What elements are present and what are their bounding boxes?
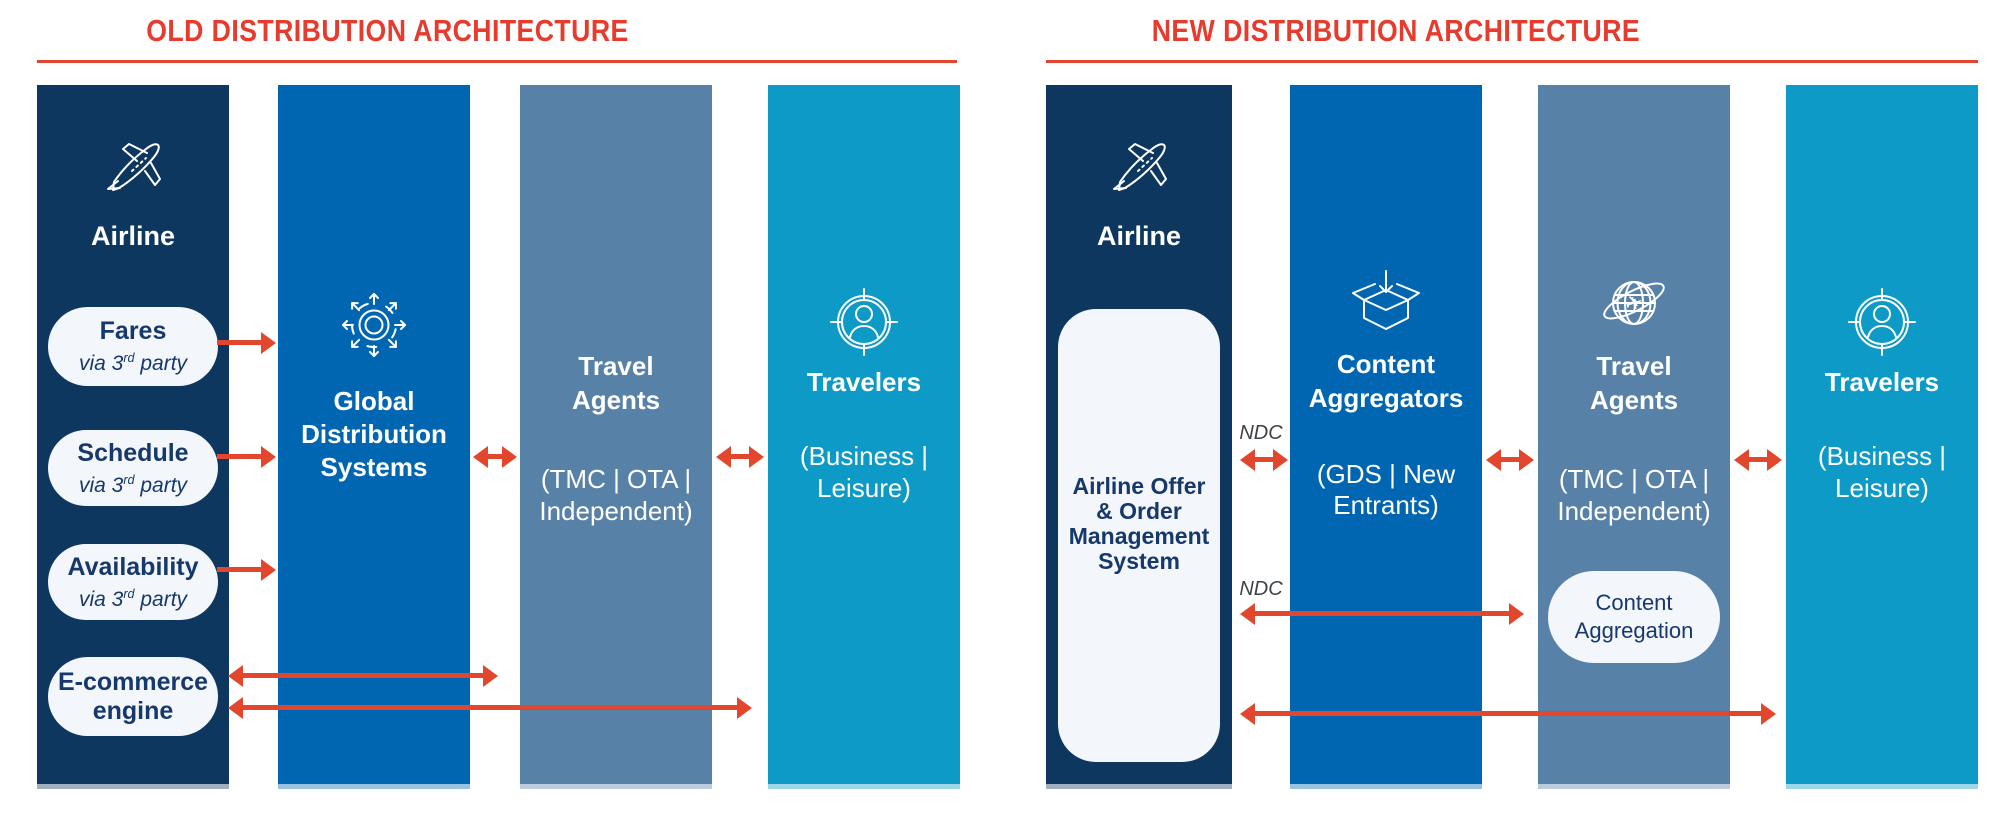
- via-suffix: party: [134, 587, 188, 611]
- via-suffix: party: [134, 473, 188, 497]
- gds-line-3: Systems: [320, 452, 428, 482]
- content-aggregation-pill: Content Aggregation: [1548, 571, 1720, 663]
- travel-agents-line-2: Agents: [1589, 385, 1679, 415]
- pill-ecommerce-engine: E-commerce engine: [48, 657, 218, 736]
- aoms-line-2: & Order: [1096, 497, 1182, 524]
- aoms-line-4: System: [1098, 547, 1180, 574]
- travelers-sub-2: Leisure): [1835, 473, 1929, 503]
- pill-fares: Fares via 3rd party: [48, 307, 218, 386]
- travelers-sub-2: Leisure): [817, 473, 911, 503]
- new-content-aggregators-column: Content Aggregators (GDS | New Entrants): [1290, 85, 1482, 789]
- aoms-line-1: Airline Offer: [1072, 472, 1206, 499]
- travelers-sub-1: (Business |: [1817, 441, 1947, 471]
- new-architecture-title: NEW DISTRIBUTION ARCHITECTURE: [1151, 13, 1641, 48]
- pill-availability-subtitle: via 3rd party: [79, 582, 187, 612]
- via-prefix: via 3: [78, 473, 124, 497]
- plane-icon: [107, 143, 161, 191]
- plane-icon: [1113, 143, 1167, 191]
- old-travelers-label: Travelers: [806, 367, 922, 397]
- old-airline-column: Airline Fares via 3rd party Schedule via…: [37, 85, 229, 789]
- globe-plane-icon: ✈: [1603, 281, 1665, 325]
- aggregators-line-1: Content: [1336, 349, 1436, 379]
- new-airline-column: Airline Airline Offer & Order Management…: [1046, 85, 1232, 789]
- traveler-target-icon: [1848, 288, 1916, 356]
- arrow-ecommerce-travel-agents: [228, 665, 498, 687]
- new-travelers-column: Travelers (Business | Leisure): [1786, 85, 1978, 789]
- travel-agents-line-1: Travel: [1596, 351, 1672, 381]
- old-travel-agents-label: Travel Agents: [520, 349, 712, 417]
- via-sup: rd: [123, 472, 135, 487]
- old-travel-agents-sub: (TMC | OTA | Independent): [520, 463, 712, 527]
- pill-fares-title: Fares: [99, 317, 167, 345]
- content-aggregation-line-2: Aggregation: [1574, 618, 1694, 643]
- new-aggregators-label: Content Aggregators: [1290, 347, 1482, 415]
- new-travelers-label: Travelers: [1824, 367, 1940, 397]
- old-title-underline: [37, 60, 957, 63]
- ndc-label-bottom: NDC: [1239, 578, 1283, 600]
- arrow-ecommerce-travelers: [228, 697, 752, 719]
- open-box-download-icon: [1352, 270, 1420, 330]
- travel-agents-sub-2: Independent): [539, 496, 693, 526]
- aggregators-line-2: Aggregators: [1308, 383, 1464, 413]
- new-travel-agents-column: ✈ Travel Agents (TMC | OTA | Independent…: [1538, 85, 1730, 789]
- aggregators-sub-1: (GDS | New: [1316, 459, 1456, 489]
- old-architecture-title-wrap: OLD DISTRIBUTION ARCHITECTURE: [37, 12, 737, 50]
- new-airline-label: Airline: [1096, 221, 1182, 251]
- content-aggregation-line-1: Content: [1595, 590, 1673, 615]
- new-aggregators-sub: (GDS | New Entrants): [1290, 459, 1482, 521]
- old-airline-label: Airline: [90, 221, 176, 251]
- arrow-availability-to-gds: [216, 559, 276, 581]
- via-suffix: party: [134, 352, 188, 375]
- pill-schedule-subtitle: via 3rd party: [79, 468, 187, 498]
- ndc-label-top: NDC: [1239, 422, 1283, 444]
- arrow-gds-travel-agents: [473, 446, 517, 468]
- arrow-aggregators-travel-agents: [1486, 449, 1534, 471]
- aoms-line-3: Management: [1068, 522, 1210, 549]
- arrow-ndc-airline-aggregators: [1240, 449, 1288, 471]
- new-travel-agents-label: Travel Agents: [1538, 349, 1730, 417]
- via-sup: rd: [123, 351, 135, 365]
- travel-agents-sub-1: (TMC | OTA |: [540, 464, 692, 494]
- old-gds-label: Global Distribution Systems: [278, 385, 470, 484]
- arrow-fares-to-gds: [216, 332, 276, 354]
- new-travel-agents-sub: (TMC | OTA | Independent): [1538, 463, 1730, 527]
- travel-agents-line-1: Travel: [578, 351, 654, 381]
- aggregators-sub-2: Entrants): [1333, 490, 1439, 520]
- old-gds-column: Global Distribution Systems: [278, 85, 470, 789]
- new-architecture-title-wrap: NEW DISTRIBUTION ARCHITECTURE: [1046, 12, 1746, 50]
- traveler-target-icon: [830, 288, 898, 356]
- arrow-travel-agents-travelers: [716, 446, 764, 468]
- pill-schedule: Schedule via 3rd party: [48, 430, 218, 506]
- arrow-schedule-to-gds: [216, 446, 276, 468]
- pill-ecommerce-line2: engine: [92, 696, 174, 725]
- old-travelers-sub: (Business | Leisure): [768, 440, 960, 504]
- airline-offer-order-management-box: Airline Offer & Order Management System: [1058, 309, 1220, 762]
- arrow-airline-travelers: [1240, 703, 1776, 725]
- travel-agents-line-2: Agents: [571, 385, 661, 415]
- old-travelers-column: Travelers (Business | Leisure): [768, 85, 960, 789]
- new-title-underline: [1046, 60, 1978, 63]
- via-prefix: via 3: [78, 587, 124, 611]
- gds-line-2: Distribution: [301, 419, 447, 449]
- pill-availability: Availability via 3rd party: [48, 544, 218, 620]
- pill-ecommerce-line1: E-commerce: [57, 667, 209, 696]
- distribution-network-icon: [342, 293, 406, 357]
- gds-line-1: Global: [333, 386, 415, 416]
- old-travel-agents-column: Travel Agents (TMC | OTA | Independent): [520, 85, 712, 789]
- via-sup: rd: [123, 586, 135, 601]
- travel-agents-sub-1: (TMC | OTA |: [1558, 464, 1710, 494]
- new-travelers-sub: (Business | Leisure): [1786, 440, 1978, 504]
- pill-availability-title: Availability: [67, 552, 199, 581]
- arrow-ndc-airline-content-aggregation: [1240, 603, 1524, 625]
- old-architecture-title: OLD DISTRIBUTION ARCHITECTURE: [145, 13, 629, 48]
- arrow-travel-agents-travelers: [1734, 449, 1782, 471]
- pill-schedule-title: Schedule: [77, 438, 189, 467]
- travelers-sub-1: (Business |: [799, 441, 929, 471]
- pill-fares-subtitle: via 3rd party: [79, 346, 187, 376]
- via-prefix: via 3: [78, 352, 124, 375]
- travel-agents-sub-2: Independent): [1557, 496, 1711, 526]
